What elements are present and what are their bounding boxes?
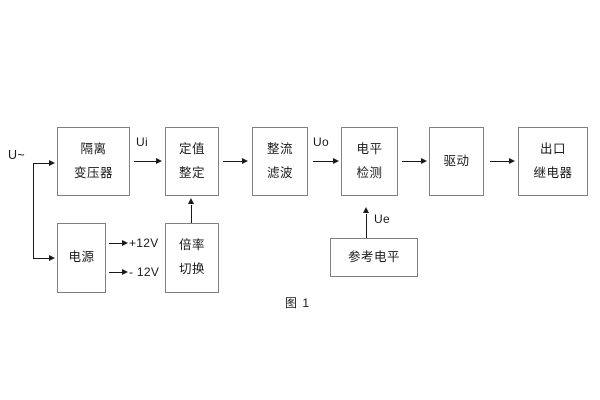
block-power-supply[interactable]: 电源 (57, 223, 106, 293)
arrow-rail-negative (122, 268, 128, 275)
signal-label-ue: Ue (374, 212, 390, 226)
arrow-reference-to-level (362, 207, 369, 213)
arrow-drive-to-relay (509, 157, 515, 164)
figure-caption: 图 1 (285, 296, 311, 310)
source-bus-vertical (33, 163, 34, 258)
block-line: 电平 (356, 141, 383, 156)
arrow-source-to-power (49, 254, 55, 261)
source-bus-top-segment (33, 163, 51, 164)
block-line: 出口 (539, 141, 566, 156)
block-line: 切换 (178, 262, 205, 276)
block-line: 驱动 (443, 153, 470, 168)
line-rail-positive (109, 243, 124, 244)
line-multiplier-to-setting (191, 205, 192, 223)
block-multiplier-switch[interactable]: 倍率 切换 (165, 223, 219, 293)
block-line: 滤波 (266, 165, 293, 180)
block-rectify-filter[interactable]: 整流 滤波 (252, 127, 308, 196)
line-transformer-to-setting (134, 161, 158, 162)
rail-label-negative: - 12V (129, 265, 160, 279)
block-line: 整流 (266, 141, 293, 156)
arrow-source-to-transformer (49, 159, 55, 166)
input-source-label: U~ (8, 148, 25, 162)
arrow-transformer-to-setting (156, 157, 162, 164)
arrow-level-to-drive (421, 157, 427, 164)
signal-label-ui: Ui (136, 135, 148, 149)
block-line: 定值 (178, 141, 205, 156)
arrow-setting-to-rectify (242, 157, 248, 164)
arrow-rail-positive (122, 239, 128, 246)
source-bus-bottom-segment (33, 258, 51, 259)
block-output-relay[interactable]: 出口 继电器 (518, 127, 588, 196)
block-drive[interactable]: 驱动 (429, 127, 484, 196)
line-rail-negative (109, 272, 124, 273)
block-line: 倍率 (178, 238, 205, 253)
block-line: 隔离 (80, 141, 107, 156)
arrow-multiplier-to-setting (187, 198, 194, 204)
block-line: 整定 (178, 165, 205, 180)
signal-label-uo: Uo (313, 135, 329, 149)
rail-label-positive: +12V (129, 236, 159, 250)
block-line: 继电器 (533, 165, 573, 180)
line-rectify-to-level (313, 161, 335, 162)
block-setting-value[interactable]: 定值 整定 (165, 127, 219, 196)
line-reference-to-level (366, 214, 367, 238)
arrow-rectify-to-level (333, 157, 339, 164)
block-isolation-transformer[interactable]: 隔离 变压器 (57, 127, 130, 196)
line-setting-to-rectify (223, 161, 244, 162)
block-line: 检测 (356, 165, 383, 180)
block-reference-level[interactable]: 参考电平 (330, 238, 418, 277)
block-level-detect[interactable]: 电平 检测 (341, 127, 398, 196)
block-line: 变压器 (73, 165, 113, 180)
line-drive-to-relay (490, 161, 511, 162)
block-line: 电源 (68, 250, 95, 265)
line-level-to-drive (402, 161, 423, 162)
block-line: 参考电平 (347, 249, 400, 264)
